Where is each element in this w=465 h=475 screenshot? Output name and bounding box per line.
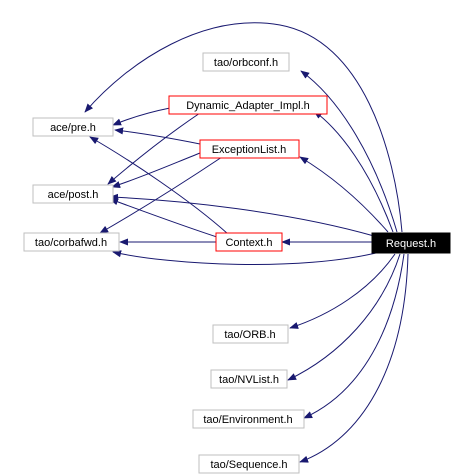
edge-request-to-acepre [84, 22, 403, 233]
edge-exlist-to-corbafwd [99, 156, 223, 234]
node-label: ExceptionList.h [212, 144, 287, 156]
edge-request-to-nvlist [287, 253, 401, 381]
node-label: ace/pre.h [50, 122, 96, 134]
node-ace-pre[interactable]: ace/pre.h [32, 117, 114, 137]
node-label: tao/ORB.h [224, 329, 275, 341]
edge-request-to-seq [299, 253, 409, 463]
edge-context-to-acepost [109, 198, 221, 239]
edge-request-to-orb [289, 253, 396, 329]
node-label: ace/post.h [48, 189, 99, 201]
node-exceptionlist[interactable]: ExceptionList.h [199, 139, 300, 159]
node-tao-orb[interactable]: tao/ORB.h [212, 324, 289, 344]
edge-context-to-acepre [89, 136, 229, 235]
node-ace-post[interactable]: ace/post.h [32, 184, 114, 204]
node-request-root[interactable]: Request.h [371, 232, 451, 254]
node-label: Context.h [225, 237, 272, 249]
node-context[interactable]: Context.h [215, 232, 283, 252]
node-label: tao/Environment.h [203, 414, 292, 426]
edge-request-to-exlist [299, 156, 389, 233]
edges [84, 22, 409, 463]
node-label: tao/corbafwd.h [35, 237, 107, 249]
edge-request-to-corbafwd [112, 250, 381, 265]
node-tao-corbafwd[interactable]: tao/corbafwd.h [23, 232, 120, 252]
node-label: tao/Sequence.h [210, 459, 287, 471]
node-label: Request.h [386, 238, 436, 250]
edge-request-to-orbconf [300, 70, 398, 233]
node-label: Dynamic_Adapter_Impl.h [186, 100, 310, 112]
node-tao-orbconf[interactable]: tao/orbconf.h [202, 52, 290, 72]
edge-request-to-acepost [109, 193, 375, 237]
node-tao-environment[interactable]: tao/Environment.h [192, 409, 305, 429]
edge-dynamic-to-acepost [107, 112, 201, 185]
edge-request-to-env [303, 253, 405, 419]
node-dynamic-adapter-impl[interactable]: Dynamic_Adapter_Impl.h [168, 95, 328, 115]
edge-exlist-to-acepre [114, 127, 201, 145]
node-label: tao/NVList.h [219, 374, 279, 386]
node-label: tao/orbconf.h [214, 57, 278, 69]
edge-dynamic-to-acepre [112, 107, 171, 126]
edge-exlist-to-acepost [111, 152, 201, 188]
edge-request-to-dynamic [313, 110, 394, 233]
node-tao-nvlist[interactable]: tao/NVList.h [210, 369, 288, 389]
node-tao-sequence[interactable]: tao/Sequence.h [198, 454, 300, 474]
